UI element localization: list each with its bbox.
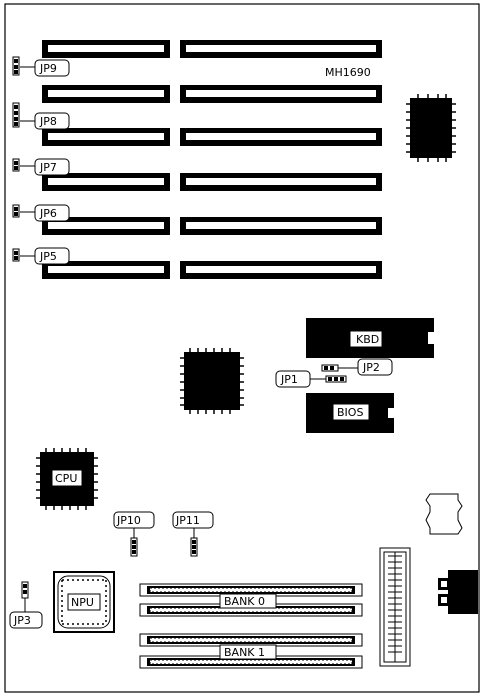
jumper-jp9: JP9 bbox=[12, 56, 70, 77]
jumper-jp6: JP6 bbox=[12, 204, 70, 222]
jumper-jp1: JP1 bbox=[275, 370, 347, 388]
jp11-label: JP11 bbox=[175, 514, 200, 527]
jumper-jp11: JP11 bbox=[172, 511, 214, 557]
slot-5-long bbox=[180, 217, 382, 235]
kbd-controller-chip: KBD bbox=[306, 318, 436, 358]
bank1-label: BANK 1 bbox=[224, 646, 265, 659]
slot-4-long bbox=[180, 173, 382, 191]
jp2-label: JP2 bbox=[362, 361, 380, 374]
cpu-label: CPU bbox=[55, 472, 77, 485]
slot-1-short bbox=[42, 40, 170, 58]
npu-socket: NPU bbox=[53, 571, 115, 633]
power-connector bbox=[379, 547, 411, 667]
jp9-label: JP9 bbox=[39, 62, 57, 75]
jumper-jp2: JP2 bbox=[321, 358, 393, 376]
slot-5-short bbox=[42, 217, 170, 235]
bios-label: BIOS bbox=[337, 406, 363, 419]
memory-bank-0: BANK 0 bbox=[139, 583, 363, 617]
simm-slot-1b bbox=[139, 655, 363, 669]
jp8-label: JP8 bbox=[39, 115, 57, 128]
keyboard-connector bbox=[438, 570, 478, 614]
slot-6-short bbox=[42, 261, 170, 279]
board-model-label: MH1690 bbox=[325, 66, 371, 79]
slot-6-long bbox=[180, 261, 382, 279]
slot-4-short bbox=[42, 173, 170, 191]
jp10-label: JP10 bbox=[116, 514, 141, 527]
slot-3-short bbox=[42, 128, 170, 146]
slot-3-long bbox=[180, 128, 382, 146]
jumper-jp7: JP7 bbox=[12, 158, 70, 176]
slot-2-short bbox=[42, 85, 170, 103]
jp3-label: JP3 bbox=[13, 614, 31, 627]
jumper-jp8: JP8 bbox=[12, 102, 70, 130]
npu-label: NPU bbox=[71, 596, 94, 609]
bios-chip: BIOS bbox=[306, 393, 396, 433]
jumper-jp10: JP10 bbox=[113, 511, 155, 557]
battery-outline bbox=[425, 493, 463, 535]
kbd-label: KBD bbox=[356, 333, 379, 346]
bank0-label: BANK 0 bbox=[224, 595, 265, 608]
jp6-label: JP6 bbox=[39, 207, 57, 220]
simm-slot-0a bbox=[139, 583, 363, 597]
ic-chip-top-right bbox=[406, 94, 456, 162]
slot-2-long bbox=[180, 85, 382, 103]
ic-chip-middle bbox=[180, 348, 244, 414]
jumper-jp3: JP3 bbox=[9, 581, 43, 629]
simm-slot-1a bbox=[139, 633, 363, 647]
memory-bank-1: BANK 1 bbox=[139, 633, 363, 669]
cpu-chip: CPU bbox=[36, 448, 98, 510]
jp5-label: JP5 bbox=[39, 250, 57, 263]
jp1-label: JP1 bbox=[280, 373, 298, 386]
expansion-slots-right bbox=[180, 40, 382, 279]
expansion-slots-left bbox=[42, 40, 170, 279]
slot-1-long bbox=[180, 40, 382, 58]
jumper-jp5: JP5 bbox=[12, 247, 70, 265]
jp7-label: JP7 bbox=[39, 161, 57, 174]
